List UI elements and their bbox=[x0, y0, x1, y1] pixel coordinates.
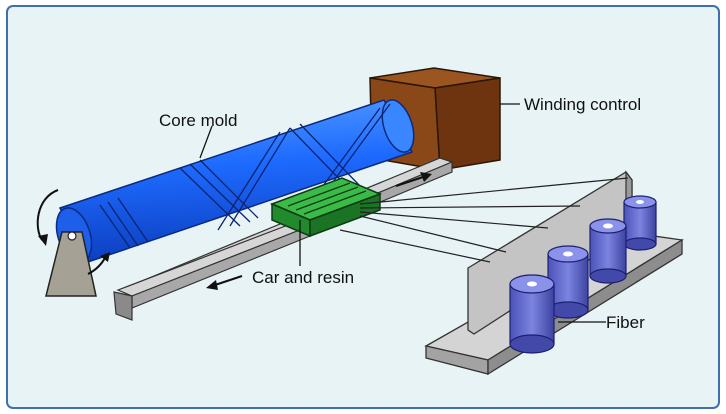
mold-support-stand bbox=[45, 231, 97, 297]
fiber-strands bbox=[339, 177, 629, 263]
fiber-spool bbox=[509, 274, 555, 354]
fiber-spool bbox=[589, 218, 627, 284]
leader-lines bbox=[199, 103, 606, 323]
fiber-spool bbox=[623, 195, 657, 251]
rotation-arrow bbox=[36, 189, 110, 275]
winding-control-label: Winding control bbox=[524, 95, 641, 114]
car-and-resin-label: Car and resin bbox=[252, 268, 354, 287]
car-direction-arrows bbox=[206, 172, 432, 290]
core-mold-label: Core mold bbox=[159, 111, 237, 130]
fiber-spool bbox=[547, 245, 589, 319]
fiber-label: Fiber bbox=[606, 313, 645, 332]
core-mold bbox=[55, 99, 415, 263]
winding-pattern bbox=[99, 103, 391, 249]
